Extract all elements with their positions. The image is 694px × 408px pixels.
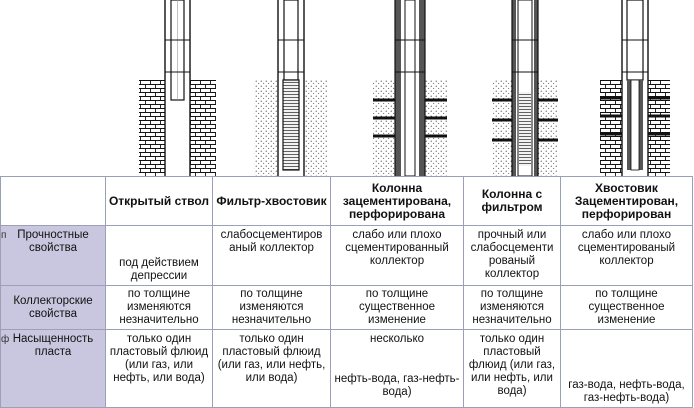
well-completion-table: Открытый ствол Фильтр-хвостовик Колонна … <box>0 176 693 408</box>
table-cell: газ-вода, нефть-вода, газ-нефть-вода) <box>560 329 693 408</box>
table-cell: по толщине существенное изменение <box>330 285 464 330</box>
table-cell: слабо или плохо сцементированый коллекто… <box>560 225 693 286</box>
row-edge-glyph: ф <box>1 334 10 345</box>
diagram-casing-with-filter <box>492 0 558 176</box>
table-cell: только один пластовый флюид (или газ, ил… <box>463 329 561 408</box>
diagram-open-hole <box>139 0 216 176</box>
row-label-text: Прочностные свойства <box>17 229 89 254</box>
cell-text-top: несколько <box>369 333 425 345</box>
header-casing-with-filter: Колонна с фильтром <box>463 176 561 226</box>
table-header-row: Открытый ствол Фильтр-хвостовик Колонна … <box>0 176 693 226</box>
diagram-filter-liner <box>254 0 328 176</box>
table-cell: только один пластовый флюид (или газ, ил… <box>105 329 213 408</box>
row-label-strength: п Прочностные свойства <box>0 225 106 286</box>
table-cell: по толщине изменяются незначительно <box>463 285 561 330</box>
row-label-saturation: ф Насыщенность пласта <box>0 329 106 408</box>
table-cell: только один пластовый флюид (или газ, ил… <box>212 329 331 408</box>
well-completion-diagrams <box>139 0 670 176</box>
header-filter-liner: Фильтр-хвостовик <box>212 176 331 226</box>
table-cell: по толщине существенное изменение <box>560 285 693 330</box>
table-row: Коллекторские свойства по толщине изменя… <box>0 285 693 330</box>
header-cemented-liner: Хвостовик Зацементирован, перфорирован <box>560 176 693 226</box>
table-cell: слабосцементиров аный коллектор <box>212 225 331 286</box>
diagram-cemented-casing <box>373 0 447 176</box>
table-cell-split: несколько нефть-вода, газ-нефть-вода) <box>330 329 464 408</box>
header-cemented-casing: Колонна зацементирована, перфорирована <box>330 176 464 226</box>
table-cell: по толщине изменяются незначительно <box>212 285 331 330</box>
table-cell: слабо или плохо сцементированный коллект… <box>330 225 464 286</box>
row-label-reservoir: Коллекторские свойства <box>0 285 106 330</box>
cell-text-bottom: нефть-вода, газ-нефть-вода) <box>334 373 460 398</box>
table-row: ф Насыщенность пласта только один пласто… <box>0 329 693 408</box>
header-open-hole: Открытый ствол <box>105 176 213 226</box>
table-cell: по толщине изменяются незначительно <box>105 285 213 330</box>
row-label-text: Насыщенность пласта <box>12 333 94 358</box>
table-cell: под действием депрессии <box>105 225 213 286</box>
table-cell: прочный или слабосцементи рованый коллек… <box>463 225 561 286</box>
table-row: п Прочностные свойства под действием деп… <box>0 225 693 286</box>
header-corner <box>0 176 106 226</box>
row-edge-glyph: п <box>1 230 7 241</box>
diagram-cemented-liner <box>600 0 670 176</box>
